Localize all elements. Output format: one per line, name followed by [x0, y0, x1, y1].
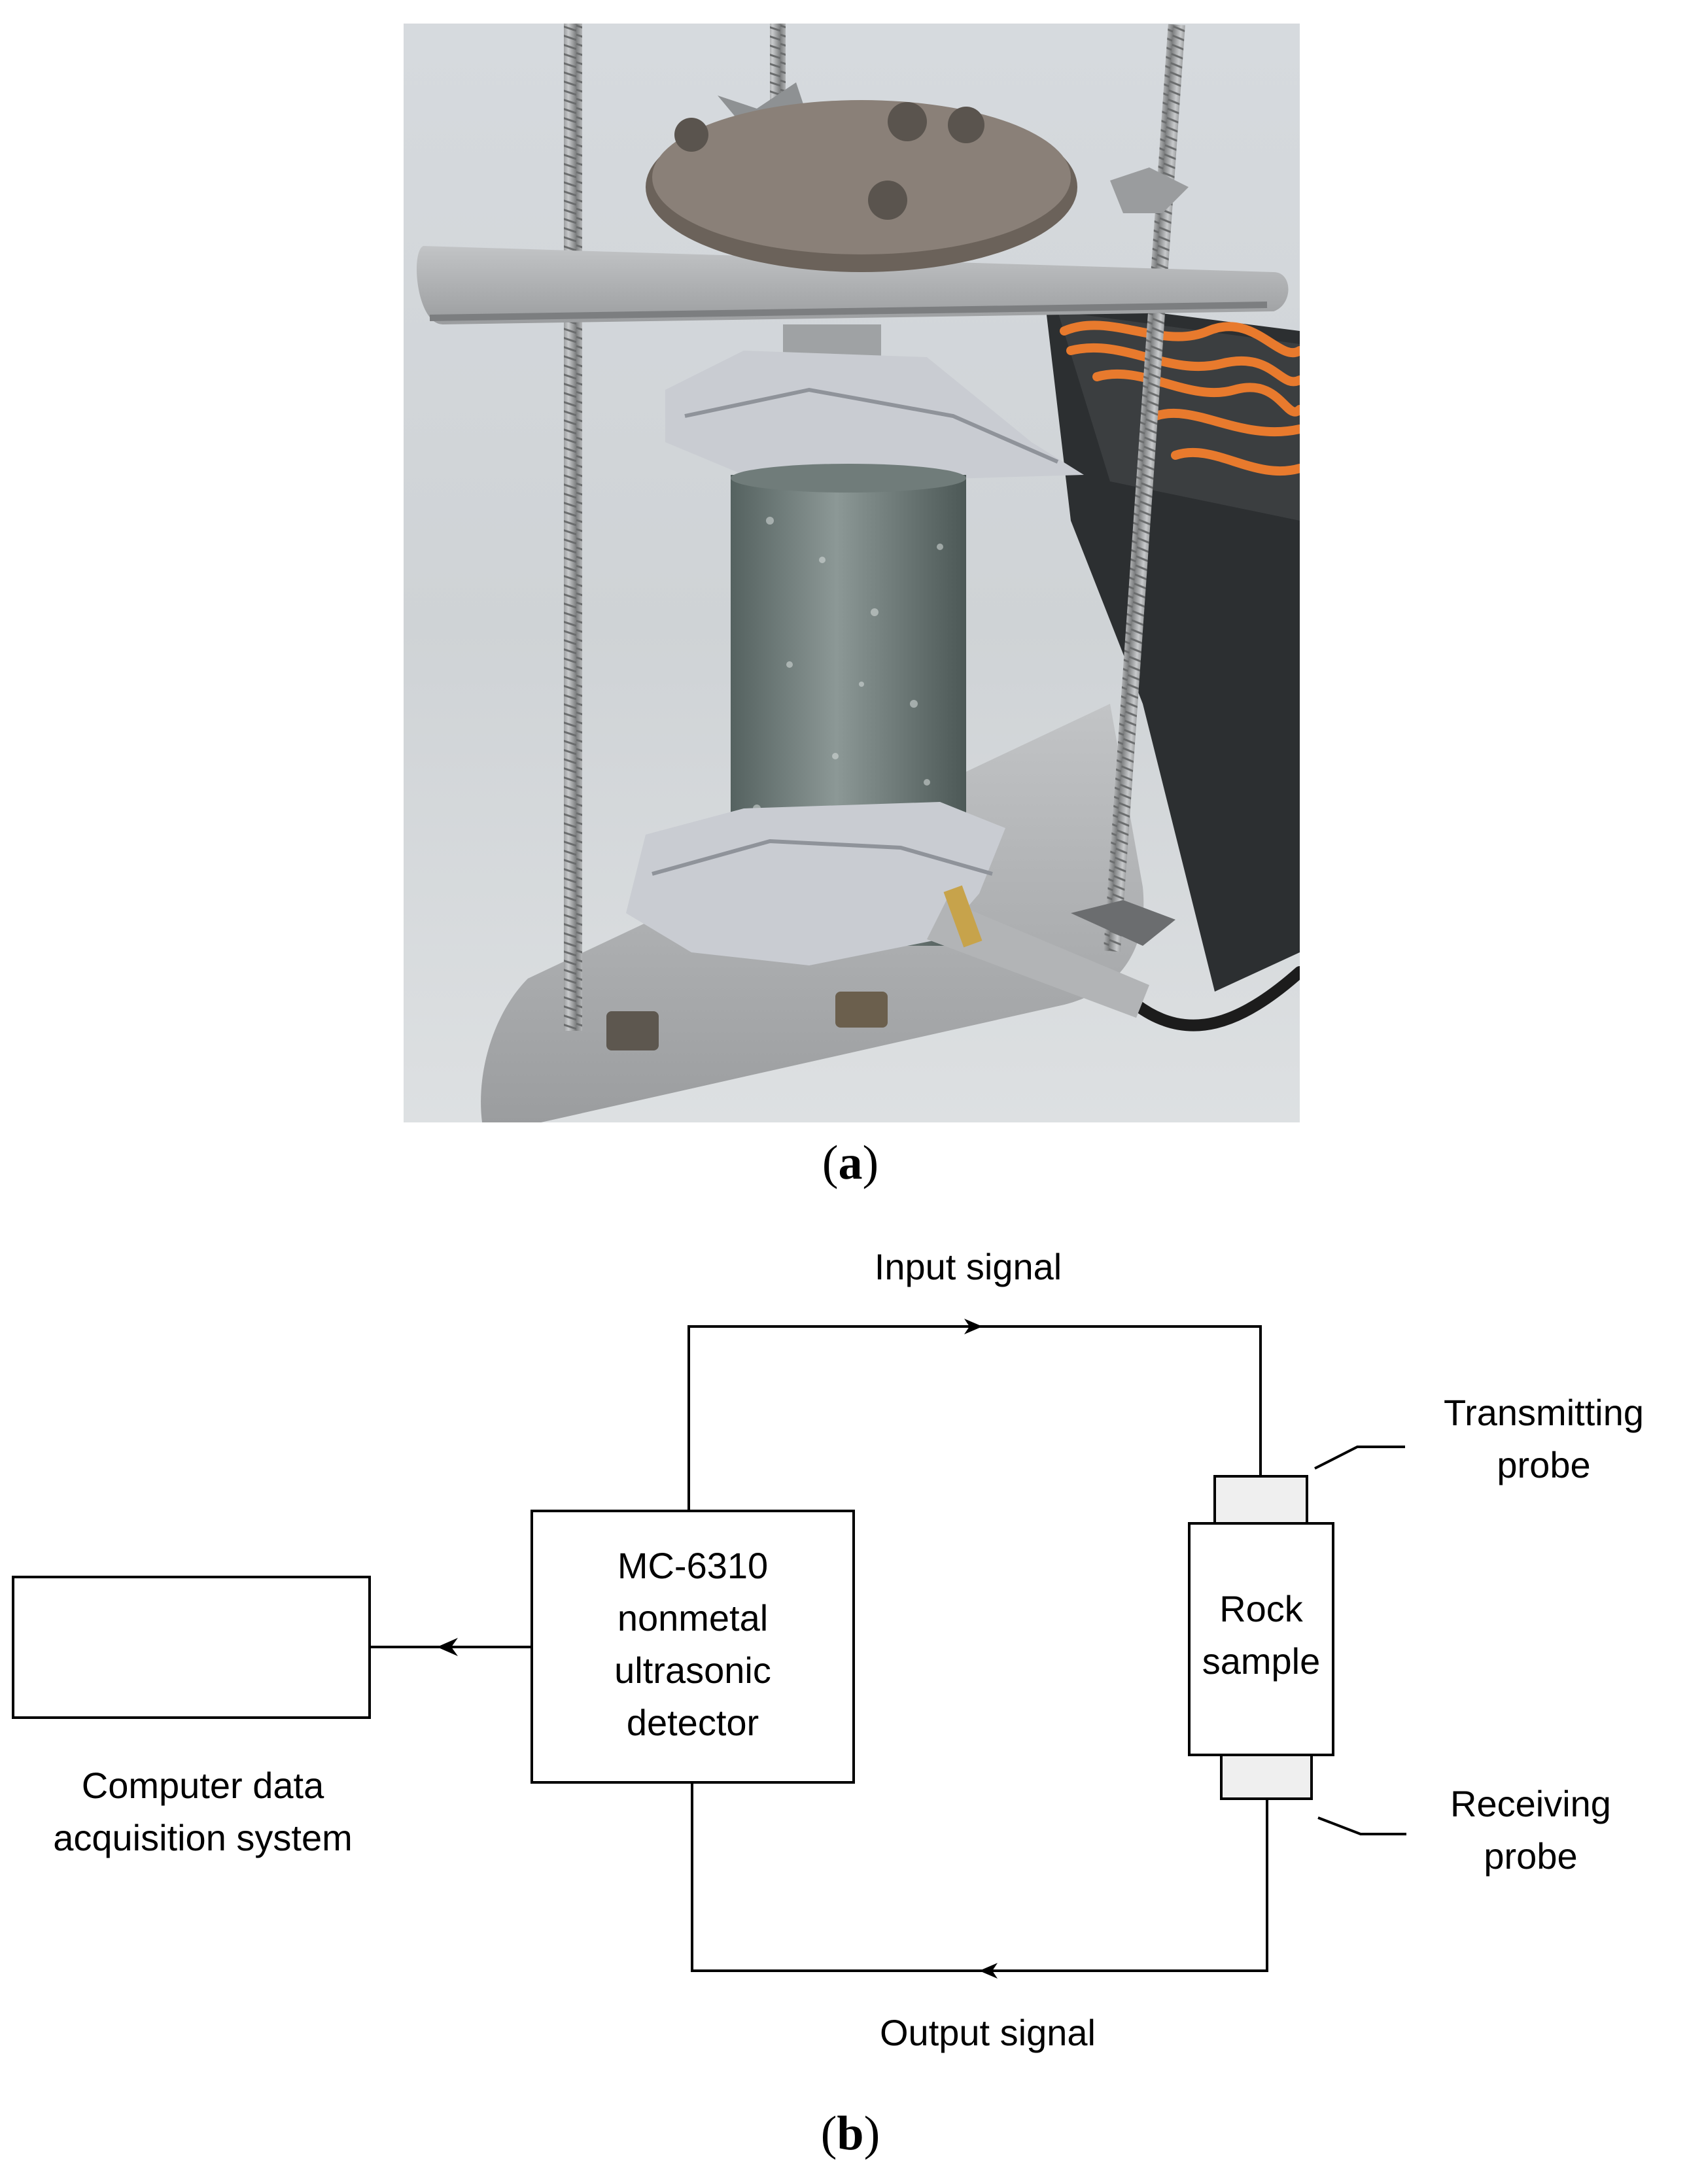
- transmitting-probe-leader: [1314, 1446, 1405, 1470]
- input-arrow-icon: [964, 1319, 983, 1334]
- receiving-probe: [1220, 1754, 1313, 1800]
- apparatus-photo: [404, 24, 1300, 1122]
- output-signal-line: [691, 1784, 1268, 1972]
- caption-b: (b): [820, 2107, 880, 2160]
- output-arrow-icon: [979, 1963, 998, 1979]
- data-arrow-icon: [437, 1638, 458, 1656]
- caption-a: (a): [822, 1136, 879, 1190]
- receiving-probe-leader: [1317, 1816, 1406, 1835]
- rock-sample-label: Rock sample: [1202, 1588, 1321, 1682]
- input-signal-label: Input signal: [874, 1246, 1062, 1287]
- detector-box: [530, 1510, 855, 1784]
- transmitting-probe: [1213, 1475, 1308, 1525]
- computer-system-box: [12, 1576, 371, 1719]
- output-signal-label: Output signal: [880, 2012, 1096, 2053]
- orange-cable: [1060, 321, 1300, 476]
- rock-sample-box: [1188, 1522, 1334, 1756]
- input-signal-line: [687, 1325, 1262, 1519]
- aluminum-foil-top: [665, 351, 1084, 481]
- threaded-rod: [564, 24, 582, 1031]
- aluminum-foil-bottom: [626, 802, 1005, 965]
- detector-label: MC-6310 nonmetal ultrasonic detector: [614, 1545, 771, 1743]
- transmitting-probe-label: Transmitting probe: [1443, 1392, 1644, 1485]
- receiving-probe-label: Receiving probe: [1450, 1783, 1611, 1877]
- computer-system-label: Computer data acquisition system: [53, 1765, 353, 1858]
